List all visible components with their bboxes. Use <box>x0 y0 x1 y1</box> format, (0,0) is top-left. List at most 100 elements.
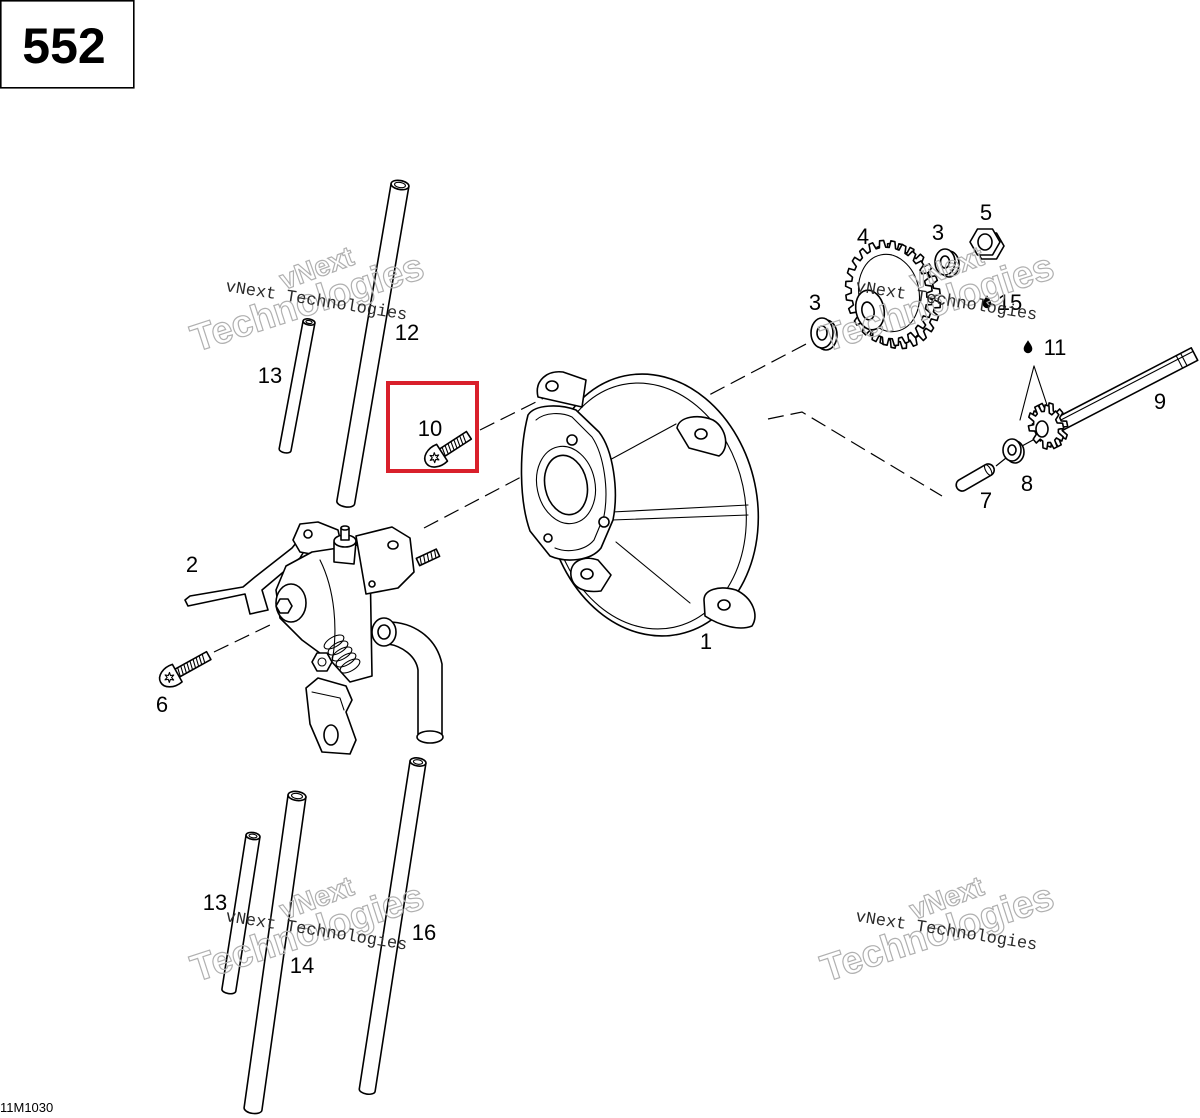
pump-lever-nut-bore <box>317 657 327 667</box>
assembly-lines <box>213 342 1034 653</box>
assembly-line <box>423 475 524 529</box>
hose-13-upper <box>278 318 316 454</box>
pin-7 <box>955 463 995 492</box>
plate-flange-edge <box>535 413 607 552</box>
pump-cylinder-nut <box>275 598 293 614</box>
highlight-box <box>386 381 479 473</box>
nut-5 <box>969 228 1005 260</box>
callout-8: 8 <box>1021 471 1033 496</box>
watermark: vNext Technologies vNext Technologies <box>815 870 1059 991</box>
cover-plate-1 <box>520 371 760 637</box>
hose-bore <box>290 792 304 800</box>
callout-10: 10 <box>418 416 442 441</box>
hose-14 <box>243 790 307 1115</box>
pump-flange <box>355 526 415 595</box>
plate-bolt-hole <box>566 434 578 446</box>
hose-bore <box>394 181 406 189</box>
pump-pipe-bead <box>416 730 444 744</box>
callout-13-upper: 13 <box>258 363 282 388</box>
plate-flange-ring <box>535 445 597 525</box>
assembly-line <box>479 396 547 431</box>
page-number-box: 552 <box>0 0 135 89</box>
washer-hole <box>1007 444 1017 456</box>
leader-line <box>1019 365 1035 421</box>
callout-5: 5 <box>980 200 992 225</box>
pump-top-plate-hole <box>303 529 313 539</box>
plate-spoke <box>611 504 749 513</box>
washer-3-upper <box>934 248 960 278</box>
callout-7: 7 <box>980 488 992 513</box>
shaft-edge <box>1046 350 1194 428</box>
stud-thread <box>419 549 437 566</box>
shaft-groove <box>1175 355 1184 369</box>
oil-drop-icon <box>982 295 992 309</box>
callouts: 1 2 3 3 4 5 6 7 8 9 10 11 12 13 13 14 15… <box>156 200 1166 978</box>
gear-4 <box>844 239 942 350</box>
gear-11 <box>1027 402 1069 450</box>
hose-body <box>336 182 410 508</box>
callout-16: 16 <box>412 920 436 945</box>
pump-flange-hole <box>368 580 376 588</box>
plate-ear-hole <box>580 568 594 580</box>
washer-hole <box>816 325 828 341</box>
callout-9: 9 <box>1154 389 1166 414</box>
screw-thread <box>441 433 467 457</box>
pump-bracket-slot <box>323 724 339 746</box>
callout-15: 15 <box>998 290 1022 315</box>
spring-coil <box>327 640 349 656</box>
pump-body-edge <box>319 559 336 663</box>
plate-ear-hole <box>545 380 559 392</box>
callout-13-lower: 13 <box>203 890 227 915</box>
callout-14: 14 <box>290 953 314 978</box>
plate-ear-hole <box>694 428 708 440</box>
hose-bore <box>248 833 258 839</box>
hose-16 <box>358 757 427 1095</box>
spring-coil <box>323 634 345 650</box>
gear-bore <box>861 301 875 321</box>
pump-lower-bracket <box>305 677 357 755</box>
plate-bore <box>543 454 589 516</box>
pin-end <box>983 464 993 476</box>
pump-body <box>275 544 373 683</box>
hose-13-lower <box>221 831 261 995</box>
pin-body <box>955 463 995 492</box>
pump-banjo-bore <box>377 624 391 640</box>
plate-ear-hole <box>717 599 731 611</box>
shaft-groove <box>1180 352 1188 367</box>
screw-thread <box>177 653 206 678</box>
washer-hole <box>939 255 951 269</box>
plate-bolt-hole <box>598 516 610 528</box>
pump-bracket-edge <box>311 691 345 711</box>
callout-3-upper: 3 <box>932 220 944 245</box>
pump-elbow-pipe <box>387 621 443 735</box>
oil-drop-icon <box>1023 340 1033 354</box>
pump-spring <box>323 634 361 674</box>
pump-flange-hole <box>387 540 399 550</box>
pump-fitting-pin-top <box>340 525 350 531</box>
hose-body <box>358 759 427 1095</box>
assembly-line <box>1021 439 1034 447</box>
plate-bolt-hole <box>543 533 553 543</box>
leader-line <box>1033 365 1048 406</box>
plate-spoke <box>605 423 677 463</box>
callout-3-lower: 3 <box>809 290 821 315</box>
hose-body <box>221 834 261 995</box>
assembly-line <box>689 342 809 406</box>
screw-10 <box>423 430 473 468</box>
screw-shank <box>172 650 212 679</box>
callout-6: 6 <box>156 692 168 717</box>
callout-12: 12 <box>395 320 419 345</box>
hose-12 <box>336 179 410 508</box>
hose-body <box>278 320 316 454</box>
hose-body <box>243 793 307 1115</box>
spring-coil <box>331 646 353 662</box>
hose-bore <box>305 319 313 325</box>
screw-drive <box>429 452 440 464</box>
page-number-frame <box>0 0 135 89</box>
assembly-line <box>995 457 1007 467</box>
plate-spoke <box>615 541 691 604</box>
callout-4: 4 <box>857 224 869 249</box>
assembly-line <box>767 411 943 497</box>
spring-coil <box>339 658 361 674</box>
